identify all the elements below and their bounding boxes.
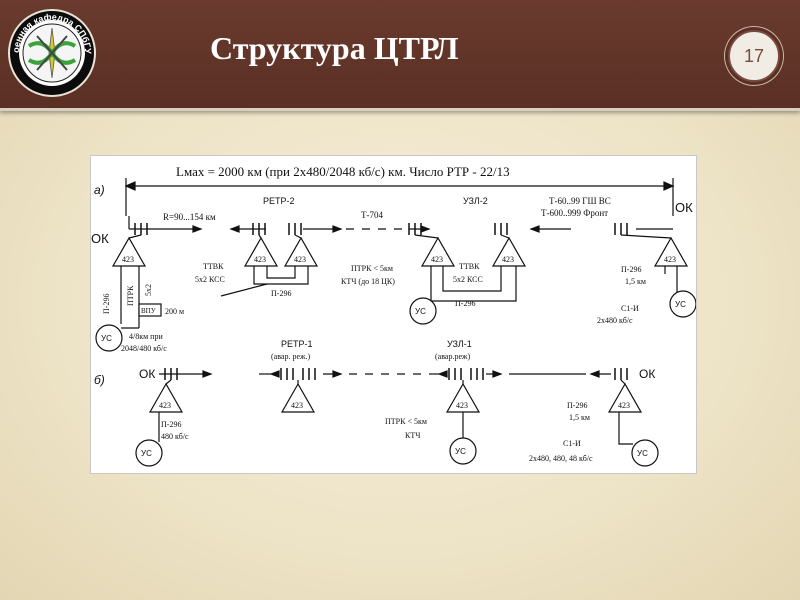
- section-b-links: [159, 370, 611, 378]
- diagram-canvas: Lмах = 2000 км (при 2х480/2048 кб/с) км.…: [91, 164, 697, 467]
- vpu-label: ВПУ: [141, 307, 156, 315]
- station-a1-label: 423: [122, 255, 134, 264]
- ktch-mid-label: КТЧ (до 18 ЦК): [341, 277, 395, 286]
- ctrl-structure-diagram: Lмах = 2000 км (при 2х480/2048 кб/с) км.…: [90, 155, 697, 474]
- range-label: R=90...154 км: [163, 212, 216, 222]
- station-a6-label: 423: [664, 255, 676, 264]
- km48-label: 4/8км при: [129, 332, 163, 341]
- station-a5-label: 423: [502, 255, 514, 264]
- section-a-antenna-ticks: [134, 223, 628, 235]
- p296-left-a: П-296: [102, 294, 111, 314]
- t704-label: Т-704: [361, 210, 383, 220]
- station-a3-label: 423: [294, 255, 306, 264]
- section-b-stations: [148, 382, 643, 413]
- kss-2-label: 5х2 КСС: [453, 275, 483, 284]
- diagram-header: Lмах = 2000 км (при 2х480/2048 кб/с) км.…: [176, 164, 510, 179]
- station-a4-label: 423: [431, 255, 443, 264]
- ptrk-b: ПТРК < 5км: [385, 417, 427, 426]
- us-a3: УС: [675, 300, 686, 309]
- p296-right-a: П-296: [621, 265, 641, 274]
- ttvk-2-label: ТТВК: [459, 262, 480, 271]
- ktch-b: КТЧ: [405, 431, 420, 440]
- us-a1: УС: [101, 334, 112, 343]
- p296-left-b: П-296: [161, 420, 181, 429]
- p296-retr-label: П-296: [271, 289, 291, 298]
- c1i-a: С1-И: [621, 304, 639, 313]
- km15-right-a: 1,5 км: [625, 277, 646, 286]
- ok-right-a: ОК: [675, 200, 693, 215]
- uzl2-label: УЗЛ-2: [463, 196, 488, 206]
- rate-right-a: 2х480 кб/с: [597, 316, 633, 325]
- p296-uzl-label: П-296: [455, 299, 475, 308]
- ptrk-mid-label: ПТРК < 5км: [351, 264, 393, 273]
- us-a2: УС: [415, 307, 426, 316]
- m200-label: 200 м: [165, 307, 184, 316]
- t60-label: Т-60..99 ГШ ВС: [549, 196, 611, 206]
- station-b2-label: 423: [291, 401, 303, 410]
- t600-label: Т-600..999 Фронт: [541, 208, 608, 218]
- c1i-b: С1-И: [563, 439, 581, 448]
- section-a-label: а): [94, 183, 105, 197]
- us-b1: УС: [141, 449, 152, 458]
- km15-b: 1,5 км: [569, 413, 590, 422]
- ok-left-b: ОК: [139, 367, 155, 381]
- slide-title: Структура ЦТРЛ: [210, 30, 459, 66]
- ok-left-a: ОК: [91, 231, 109, 246]
- rate-left-b: 480 кб/с: [161, 432, 189, 441]
- page-number-badge: 17: [728, 30, 780, 82]
- retr2-label: РЕТР-2: [263, 196, 295, 206]
- uzl1-label: УЗЛ-1: [447, 339, 472, 349]
- station-b4-label: 423: [618, 401, 630, 410]
- title-bar: [0, 0, 800, 111]
- retr1-sub: (авар. реж.): [271, 352, 311, 361]
- section-a-stations: [111, 236, 689, 267]
- station-a2-label: 423: [254, 255, 266, 264]
- kss-1-label: 5х2 КСС: [195, 275, 225, 284]
- section-b-us-nodes: [135, 437, 659, 467]
- ok-right-b: ОК: [639, 367, 655, 381]
- retr1-label: РЕТР-1: [281, 339, 313, 349]
- station-b1-label: 423: [159, 401, 171, 410]
- section-a-links: [128, 216, 673, 233]
- us-b3: УС: [637, 449, 648, 458]
- x52-label: 5х2: [144, 284, 153, 296]
- section-b-antenna-ticks: [164, 368, 628, 380]
- rate-left-a: 2048/480 кб/с: [121, 344, 167, 353]
- military-department-emblem-icon: Военная кафедра СПбГУТ: [7, 8, 96, 97]
- ptrk-left-a: ПТРК: [126, 285, 135, 306]
- station-b3-label: 423: [456, 401, 468, 410]
- p296-right-b: П-296: [567, 401, 587, 410]
- section-b-label: б): [94, 373, 105, 387]
- us-b2: УС: [455, 447, 466, 456]
- rate-right-b: 2х480, 480, 48 кб/с: [529, 454, 593, 463]
- uzl1-sub: (авар.реж): [435, 352, 471, 361]
- ttvk-1-label: ТТВК: [203, 262, 224, 271]
